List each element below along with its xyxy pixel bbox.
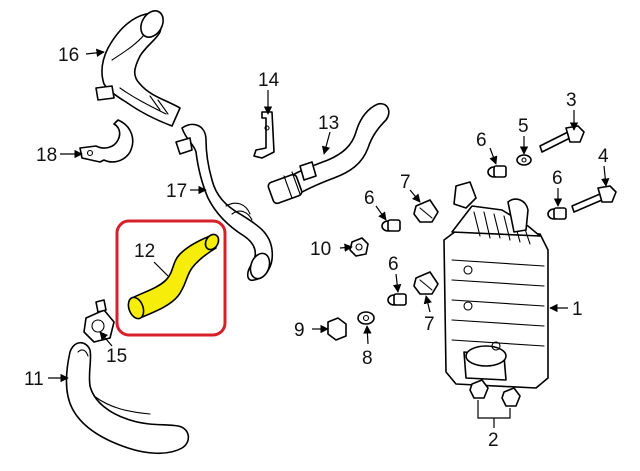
leader-13 <box>321 131 331 155</box>
callout-10: 10 <box>310 239 331 260</box>
highlight-frame <box>115 219 227 337</box>
part-13-pipe[interactable] <box>267 102 390 205</box>
leader-6d <box>392 273 402 293</box>
leader-10 <box>339 243 353 252</box>
callout-6a: 6 <box>476 130 487 151</box>
part-15-fitting[interactable] <box>83 299 115 343</box>
leader-lines <box>48 48 610 428</box>
callout-9: 9 <box>294 320 305 341</box>
part-16-air-duct[interactable] <box>95 7 181 127</box>
leader-6a <box>489 147 498 165</box>
callout-labels: 16 18 17 14 13 12 15 11 10 9 8 3 4 5 6 6… <box>24 45 609 451</box>
part-18-bracket[interactable] <box>79 119 134 163</box>
part-7-clip-a[interactable] <box>413 199 439 223</box>
part-12-hose-highlighted[interactable] <box>115 219 227 337</box>
callout-3: 3 <box>566 90 577 111</box>
callout-16: 16 <box>58 45 79 66</box>
part-14-bracket[interactable] <box>253 111 275 159</box>
part-6-grommet-c[interactable] <box>381 219 401 232</box>
part-6-grommet-d[interactable] <box>387 293 407 306</box>
leader-7b <box>423 295 432 313</box>
callout-15: 15 <box>106 346 127 367</box>
part-9-nut[interactable] <box>327 317 347 341</box>
callout-11: 11 <box>24 369 44 390</box>
callout-7b: 7 <box>424 314 435 335</box>
leader-7a <box>409 189 421 203</box>
part-1-intercooler[interactable] <box>443 181 549 389</box>
callout-2: 2 <box>488 430 499 451</box>
part-2-nuts[interactable] <box>469 379 521 407</box>
part-4-bolt[interactable] <box>571 185 617 213</box>
part-8-washer[interactable] <box>357 311 375 325</box>
callout-8: 8 <box>362 348 373 369</box>
part-11-hose[interactable] <box>65 341 190 455</box>
callout-18: 18 <box>36 145 57 166</box>
callout-6d: 6 <box>388 254 399 275</box>
callout-1: 1 <box>572 299 583 320</box>
part-7-clip-b[interactable] <box>413 271 439 295</box>
part-6-grommet-a[interactable] <box>487 165 507 178</box>
leader-15 <box>99 331 113 347</box>
leader-6c <box>375 205 387 221</box>
part-10-nut[interactable] <box>349 237 369 257</box>
callout-6b: 6 <box>552 168 563 189</box>
callout-6c: 6 <box>364 188 375 209</box>
callout-12: 12 <box>134 241 155 262</box>
callout-13: 13 <box>318 113 339 134</box>
part-6-grommet-b[interactable] <box>547 207 567 220</box>
callout-17: 17 <box>166 181 187 202</box>
leader-12 <box>153 261 169 277</box>
leader-16 <box>85 48 105 58</box>
callout-5: 5 <box>518 116 529 137</box>
callout-14: 14 <box>258 70 280 91</box>
leader-8 <box>363 325 372 345</box>
part-3-bolt[interactable] <box>539 125 585 153</box>
callout-7a: 7 <box>400 172 411 193</box>
leader-4 <box>601 165 610 187</box>
part-5-washer[interactable] <box>516 154 532 166</box>
part-17-hose[interactable] <box>175 123 274 282</box>
callout-4: 4 <box>598 146 609 167</box>
